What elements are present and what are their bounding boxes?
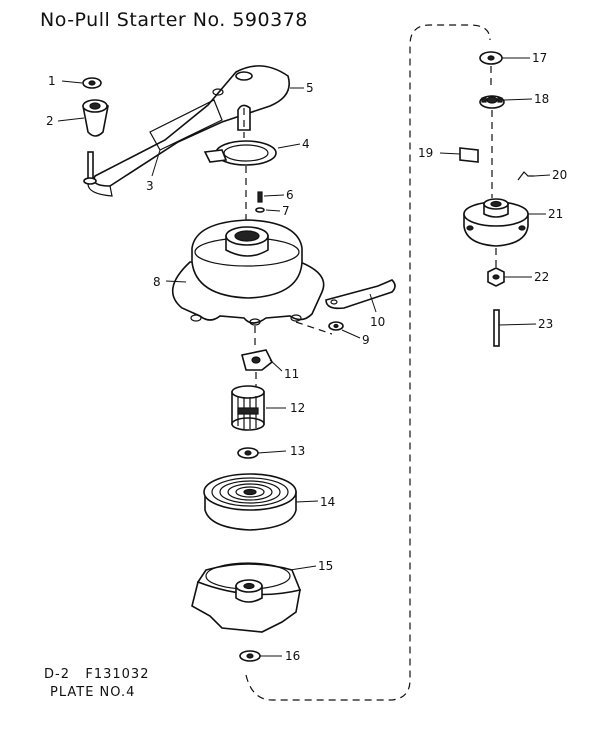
callout-labels: 1 2 3 4 5 6 7 8 9 10 11 12 13 14 15 16 1… — [46, 51, 567, 663]
callout-4: 4 — [302, 137, 310, 151]
bracket-part — [325, 279, 396, 310]
plate-part — [459, 147, 479, 163]
lever-arm-part — [83, 65, 290, 197]
top-washer-part — [479, 51, 503, 88]
plate-number: PLATE NO.4 — [50, 685, 135, 700]
diagram-title: No-Pull Starter No. 590378 — [40, 9, 308, 31]
callout-18: 18 — [534, 92, 549, 106]
callout-16: 16 — [285, 649, 300, 663]
callout-20: 20 — [552, 168, 567, 182]
callout-23: 23 — [538, 317, 553, 331]
starter-housing-part — [172, 219, 333, 350]
assembly-path-line — [245, 24, 491, 701]
callout-10: 10 — [370, 315, 385, 329]
spring-pin-part — [517, 171, 534, 181]
screw-part — [257, 191, 263, 203]
callout-7: 7 — [282, 204, 290, 218]
leader-lines — [57, 57, 551, 657]
callout-17: 17 — [532, 51, 547, 65]
shaft-part — [493, 309, 500, 347]
callout-2: 2 — [46, 114, 54, 128]
pawl-part — [241, 349, 274, 388]
callout-1: 1 — [48, 74, 56, 88]
knob-part — [82, 99, 109, 137]
small-washer-part — [255, 207, 265, 213]
drawing-code: D-2 F131032 — [44, 667, 149, 682]
ratchet-drum-part — [231, 385, 265, 431]
callout-5: 5 — [306, 81, 314, 95]
callout-15: 15 — [318, 559, 333, 573]
collar-part — [479, 95, 505, 198]
callout-13: 13 — [290, 444, 305, 458]
cup-washer-part — [239, 650, 261, 662]
spring-cup-part — [191, 562, 302, 633]
spring-clip-part — [203, 140, 277, 220]
nut-part — [487, 267, 505, 287]
callout-3: 3 — [146, 179, 154, 193]
hub-part — [463, 198, 529, 268]
callout-19: 19 — [418, 146, 433, 160]
recoil-spring-part — [203, 473, 297, 531]
callout-9: 9 — [362, 333, 370, 347]
bracket-washer-part — [328, 321, 344, 331]
callout-6: 6 — [286, 188, 294, 202]
callout-11: 11 — [284, 367, 299, 381]
callout-12: 12 — [290, 401, 305, 415]
callout-8: 8 — [153, 275, 161, 289]
callout-14: 14 — [320, 495, 335, 509]
washer-part — [82, 77, 102, 89]
drum-washer-part — [237, 447, 259, 459]
callout-22: 22 — [534, 270, 549, 284]
callout-21: 21 — [548, 207, 563, 221]
